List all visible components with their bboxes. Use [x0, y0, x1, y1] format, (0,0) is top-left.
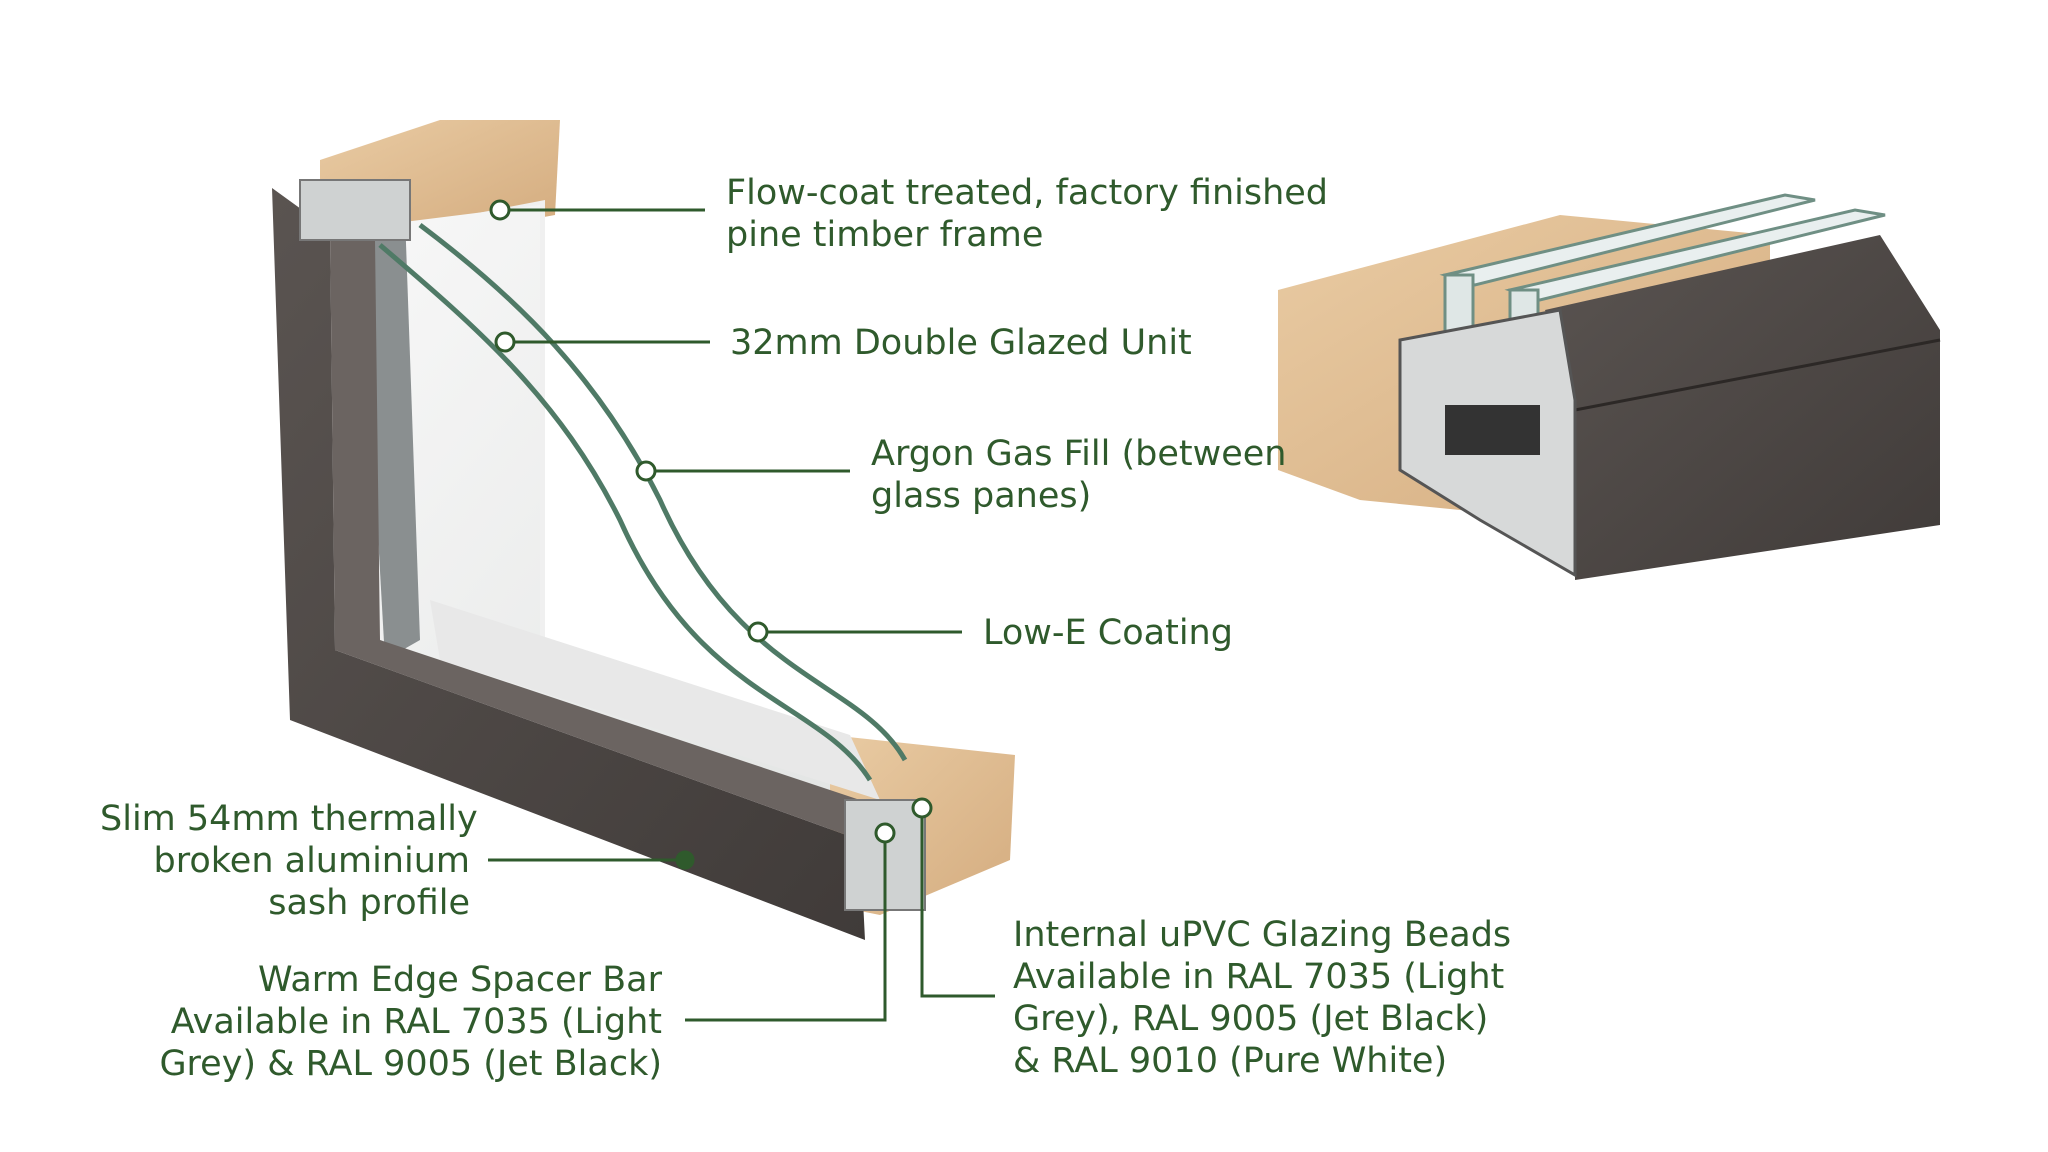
leader-markers	[489, 199, 933, 870]
callout-line: sash profile	[268, 883, 470, 923]
callout-argon: Argon Gas Fill (between glass panes)	[871, 433, 1286, 517]
callout-line: 32mm Double Glazed Unit	[730, 323, 1192, 363]
callout-line: Low-E Coating	[983, 613, 1233, 653]
callout-line: Available in RAL 7035 (Light	[1013, 957, 1505, 997]
bottom-white-frame	[430, 600, 880, 800]
aluminium-sash-face	[330, 230, 860, 840]
section-thermal-break	[1445, 405, 1540, 455]
callout-sash: Slim 54mm thermally broken aluminium sas…	[100, 798, 478, 924]
marker-argon	[635, 460, 657, 482]
callout-beads: Internal uPVC Glazing Beads Available in…	[1013, 914, 1511, 1082]
glass-pane-edge-inner	[418, 223, 908, 762]
callout-line: pine timber frame	[726, 215, 1044, 255]
callout-line: Grey) & RAL 9005 (Jet Black)	[159, 1044, 662, 1084]
callout-lowe: Low-E Coating	[983, 612, 1233, 654]
callout-glazed-unit: 32mm Double Glazed Unit	[730, 322, 1192, 364]
callout-line: & RAL 9010 (Pure White)	[1013, 1041, 1448, 1081]
marker-beads	[911, 797, 933, 819]
callout-spacer: Warm Edge Spacer Bar Available in RAL 70…	[150, 959, 662, 1085]
callout-line: Grey), RAL 9005 (Jet Black)	[1013, 999, 1489, 1039]
window-horizontal-section	[1278, 193, 1941, 580]
aluminium-sash-profile	[272, 188, 865, 940]
callout-line: Warm Edge Spacer Bar	[257, 960, 662, 1000]
cladding-groove	[1574, 338, 1941, 412]
callout-timber-frame: Flow-coat treated, factory finished pine…	[726, 172, 1328, 256]
marker-spacer	[874, 822, 896, 844]
callout-line: Slim 54mm thermally	[100, 799, 478, 839]
leader-spacer	[685, 833, 887, 1022]
marker-sash	[675, 850, 695, 870]
callout-line: glass panes)	[871, 476, 1092, 516]
glass-pane-edge-outer	[378, 243, 873, 782]
marker-timber-frame	[489, 199, 511, 221]
leader-beads	[920, 808, 995, 998]
leader-lines	[488, 208, 995, 1022]
callout-line: Argon Gas Fill (between	[871, 434, 1287, 474]
aluminium-cladding	[1545, 235, 1940, 580]
marker-lowe	[747, 621, 769, 643]
callout-line: Available in RAL 7035 (Light	[170, 1002, 662, 1042]
marker-glazed-unit	[494, 331, 516, 353]
callout-line: Internal uPVC Glazing Beads	[1013, 915, 1512, 955]
callout-line: Flow-coat treated, factory finished	[726, 173, 1329, 213]
profile-detail-top	[299, 179, 411, 241]
callout-line: broken aluminium	[153, 841, 470, 881]
